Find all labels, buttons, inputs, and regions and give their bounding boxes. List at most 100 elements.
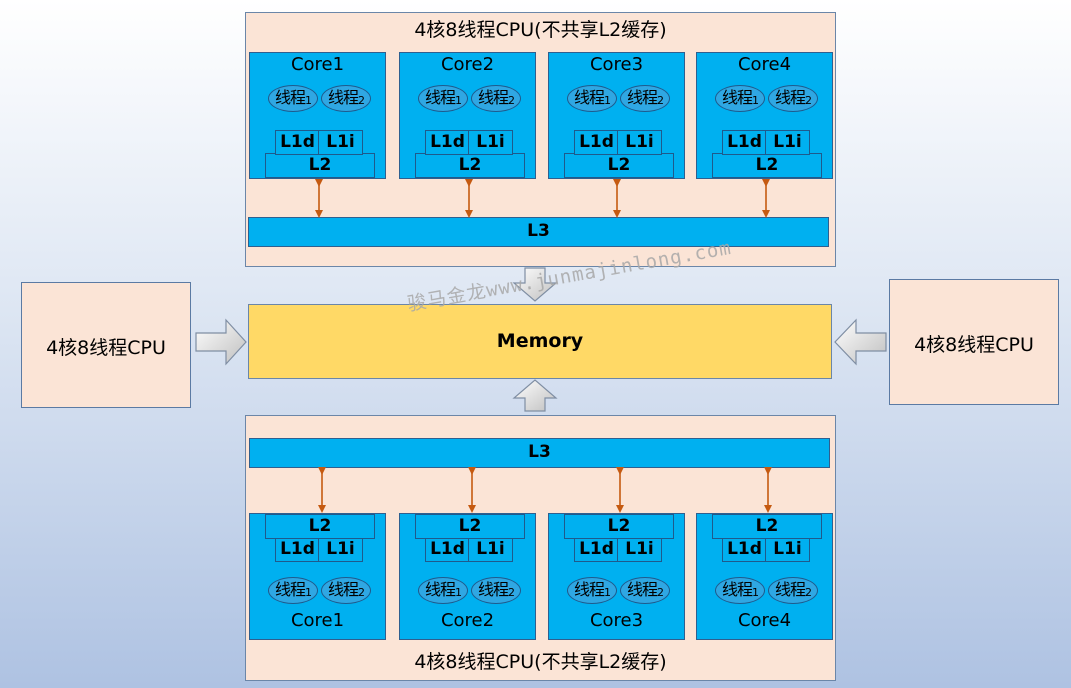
thread-label: 线程: [327, 580, 359, 599]
core-name: Core2: [440, 54, 495, 75]
thread-1: 线程1: [715, 85, 765, 112]
thread-number: 2: [657, 94, 664, 107]
thread-label: 线程: [626, 88, 658, 107]
thread-label: 线程: [626, 580, 658, 599]
thread-1: 线程1: [268, 85, 318, 112]
l1d-cache: L1d: [275, 537, 320, 562]
right-cpu-box: 4核8线程CPU: [889, 279, 1059, 405]
l2-cache: L2: [564, 514, 674, 539]
core-name: Core1: [290, 54, 345, 75]
l1d-cache: L1d: [722, 130, 767, 155]
thread-number: 1: [604, 586, 611, 599]
thread-number: 2: [508, 94, 515, 107]
thread-number: 2: [805, 94, 812, 107]
thread-number: 1: [455, 586, 462, 599]
thread-label: 线程: [573, 88, 605, 107]
thread-number: 1: [305, 94, 312, 107]
l1i-cache: L1i: [468, 130, 513, 155]
thread-label: 线程: [774, 88, 806, 107]
l2-cache: L2: [712, 514, 822, 539]
thread-label: 线程: [573, 580, 605, 599]
top-l3-cache: L3: [248, 217, 829, 247]
thread-number: 1: [752, 586, 759, 599]
core-name: Core3: [589, 610, 644, 631]
l1d-cache: L1d: [425, 130, 470, 155]
left-cpu-box: 4核8线程CPU: [21, 282, 191, 408]
thread-2: 线程2: [768, 577, 818, 604]
right-to-memory-arrow: [834, 318, 887, 366]
l2-cache: L2: [712, 153, 822, 178]
bottom-to-memory-arrow: [512, 379, 558, 412]
thread-number: 1: [305, 586, 312, 599]
top-to-memory-arrow: [512, 267, 558, 302]
top-cpu-title: 4核8线程CPU(不共享L2缓存): [414, 19, 667, 41]
thread-number: 1: [752, 94, 759, 107]
thread-2: 线程2: [471, 577, 521, 604]
thread-label: 线程: [721, 580, 753, 599]
thread-1: 线程1: [715, 577, 765, 604]
l1i-cache: L1i: [468, 537, 513, 562]
l2-cache: L2: [415, 514, 525, 539]
left-cpu-label: 4核8线程CPU: [46, 337, 166, 359]
thread-label: 线程: [424, 88, 456, 107]
thread-number: 2: [657, 586, 664, 599]
l1i-cache: L1i: [617, 130, 662, 155]
thread-1: 线程1: [567, 85, 617, 112]
thread-2: 线程2: [321, 577, 371, 604]
thread-label: 线程: [274, 88, 306, 107]
core-name: Core4: [737, 610, 792, 631]
l2-cache: L2: [265, 514, 375, 539]
thread-label: 线程: [274, 580, 306, 599]
thread-1: 线程1: [418, 577, 468, 604]
core-name: Core3: [589, 54, 644, 75]
l2-cache: L2: [564, 153, 674, 178]
left-to-memory-arrow: [195, 318, 247, 366]
thread-2: 线程2: [620, 85, 670, 112]
thread-label: 线程: [477, 88, 509, 107]
l1d-cache: L1d: [425, 537, 470, 562]
thread-number: 2: [508, 586, 515, 599]
thread-label: 线程: [774, 580, 806, 599]
thread-2: 线程2: [768, 85, 818, 112]
l1i-cache: L1i: [765, 537, 810, 562]
right-cpu-label: 4核8线程CPU: [914, 334, 1034, 356]
thread-label: 线程: [424, 580, 456, 599]
core-name: Core4: [737, 54, 792, 75]
thread-2: 线程2: [321, 85, 371, 112]
l1d-cache: L1d: [275, 130, 320, 155]
thread-label: 线程: [721, 88, 753, 107]
l1d-cache: L1d: [574, 537, 619, 562]
thread-number: 1: [455, 94, 462, 107]
l1d-cache: L1d: [722, 537, 767, 562]
thread-2: 线程2: [471, 85, 521, 112]
l1i-cache: L1i: [617, 537, 662, 562]
thread-number: 2: [358, 586, 365, 599]
thread-number: 1: [604, 94, 611, 107]
l1d-cache: L1d: [574, 130, 619, 155]
l1i-cache: L1i: [318, 537, 363, 562]
core-name: Core2: [440, 610, 495, 631]
l1i-cache: L1i: [318, 130, 363, 155]
bottom-l3-cache: L3: [249, 438, 830, 468]
thread-number: 2: [805, 586, 812, 599]
thread-1: 线程1: [268, 577, 318, 604]
l2-cache: L2: [265, 153, 375, 178]
memory-box: Memory: [248, 304, 832, 379]
thread-1: 线程1: [567, 577, 617, 604]
thread-number: 2: [358, 94, 365, 107]
thread-2: 线程2: [620, 577, 670, 604]
thread-1: 线程1: [418, 85, 468, 112]
l2-cache: L2: [415, 153, 525, 178]
thread-label: 线程: [477, 580, 509, 599]
l1i-cache: L1i: [765, 130, 810, 155]
core-name: Core1: [290, 610, 345, 631]
